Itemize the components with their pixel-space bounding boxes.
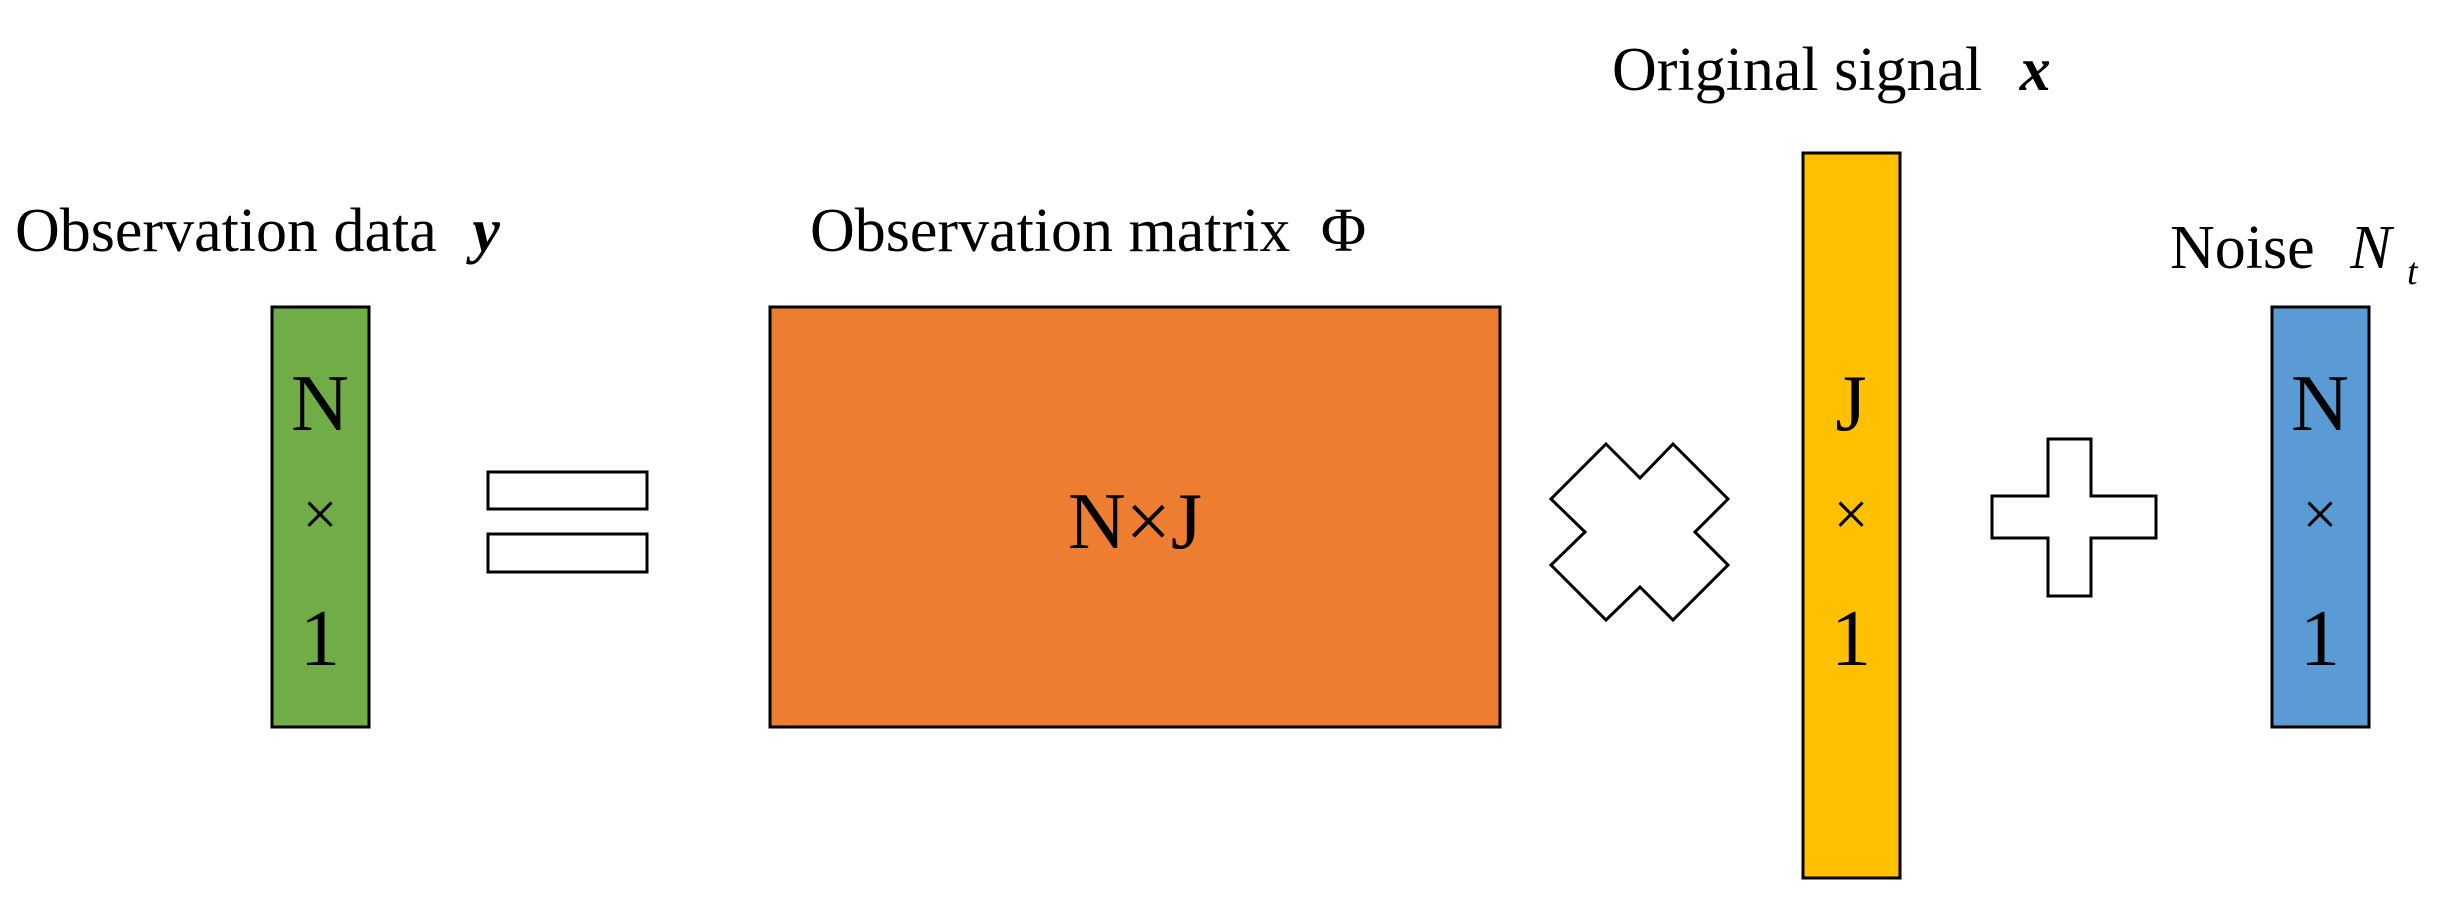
original-signal-group: Original signal x J × 1	[1612, 36, 2051, 880]
observation-data-cols: 1	[300, 595, 340, 683]
original-signal-rows: J	[1835, 360, 1866, 448]
observation-data-vector	[270, 305, 371, 729]
observation-matrix-symbol: Φ	[1321, 197, 1366, 265]
noise-subscript: t	[2407, 251, 2419, 293]
original-signal-symbol: x	[2019, 36, 2051, 104]
observation-matrix-group: Observation matrix Φ N×J	[768, 197, 1502, 729]
observation-data-times: ×	[303, 481, 338, 549]
noise-vector	[2270, 305, 2371, 729]
observation-matrix-dims: N×J	[1068, 478, 1202, 566]
observation-data-group: Observation data y N × 1	[15, 197, 500, 729]
observation-data-symbol: y	[465, 197, 500, 265]
observation-data-rows: N	[291, 360, 349, 448]
observation-matrix-label: Observation matrix Φ	[810, 197, 1366, 265]
noise-label: Noise N t	[2170, 214, 2419, 293]
equals-top-bar	[486, 470, 649, 511]
noise-group: Noise N t N × 1	[2170, 214, 2419, 729]
noise-rows: N	[2291, 360, 2349, 448]
original-signal-vector	[1801, 151, 1902, 880]
noise-times: ×	[2303, 481, 2338, 549]
equals-bottom-bar	[486, 532, 649, 574]
observation-matrix-block	[768, 305, 1502, 729]
noise-cols: 1	[2300, 595, 2340, 683]
observation-data-label: Observation data y	[15, 197, 500, 265]
plus-cross	[1990, 437, 2158, 598]
multiply-cross	[1548, 441, 1731, 623]
original-signal-times: ×	[1834, 481, 1869, 549]
multiply-sign	[1548, 441, 1731, 623]
original-signal-cols: 1	[1831, 595, 1871, 683]
plus-sign	[1990, 437, 2158, 598]
noise-symbol: N	[2349, 214, 2395, 282]
original-signal-label: Original signal x	[1612, 36, 2051, 104]
equals-sign	[486, 470, 649, 574]
